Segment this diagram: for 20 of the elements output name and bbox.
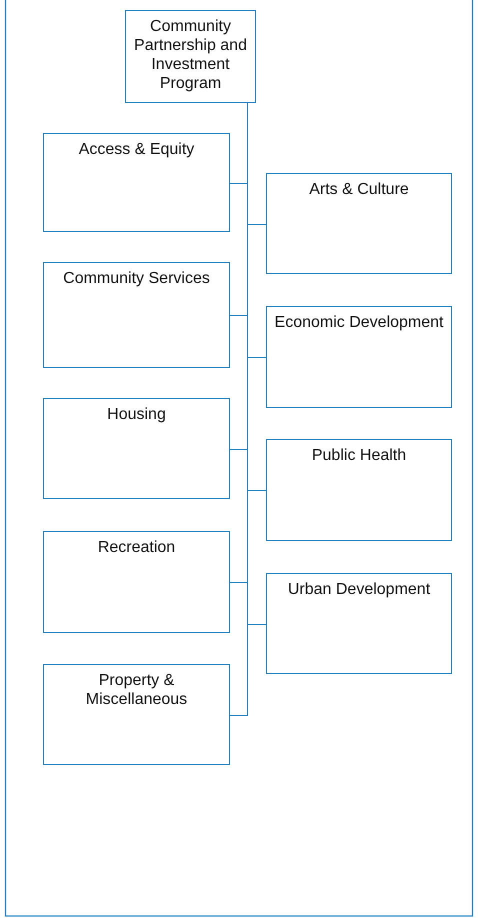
box-label: Public Health <box>310 446 408 465</box>
box-label: Property & Miscellaneous <box>84 671 188 709</box>
org-box <box>266 573 452 674</box>
box-label: Access & Equity <box>78 140 196 159</box>
box-label: Recreation <box>96 538 176 557</box>
box-label: Housing <box>106 405 167 424</box>
box-label: Urban Development <box>286 580 432 599</box>
org-box <box>266 173 452 274</box>
box-label: Arts & Culture <box>308 180 410 199</box>
org-box <box>43 531 230 633</box>
org-box <box>43 262 230 368</box>
box-label: Community Services <box>62 269 211 288</box>
box-label: Economic Development <box>274 313 444 332</box>
org-box <box>266 306 452 408</box>
org-box <box>43 133 230 232</box>
org-box <box>125 10 256 103</box>
org-box <box>266 439 452 541</box>
box-label: Community Partnership and Investment Program <box>133 17 248 93</box>
org-box <box>43 398 230 499</box>
org-box <box>43 664 230 765</box>
